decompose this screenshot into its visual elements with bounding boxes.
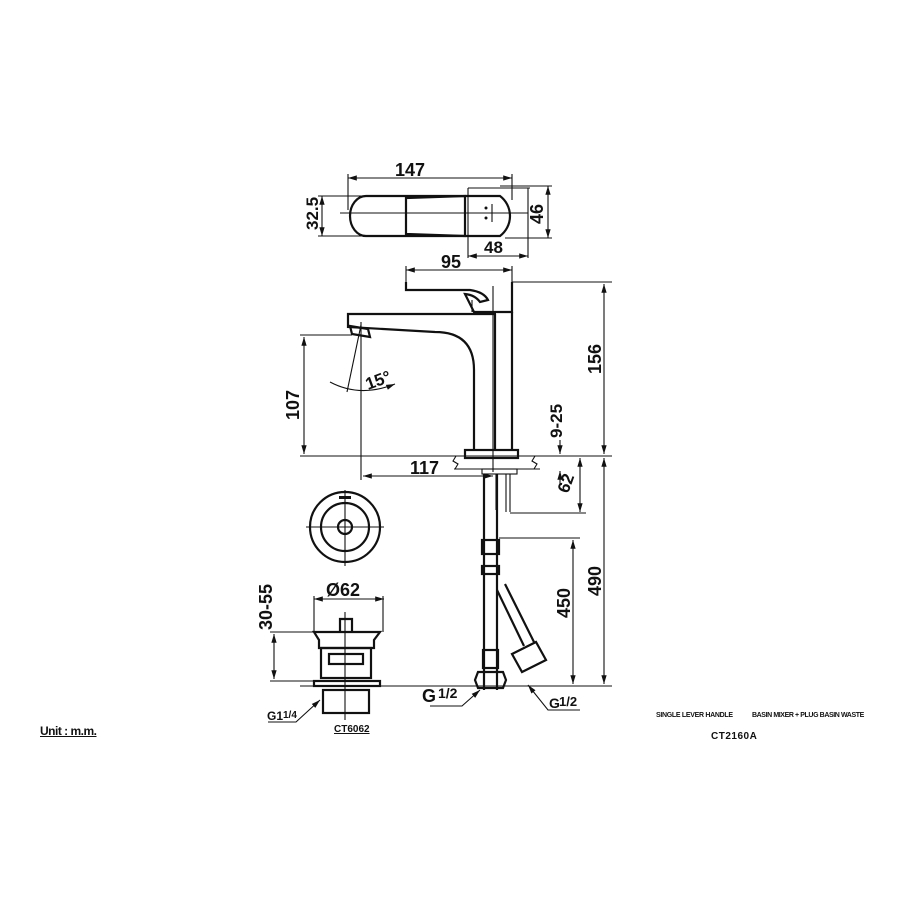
description-left: SINGLE LEVER HANDLE	[656, 712, 733, 719]
dim-117: 117	[410, 458, 439, 478]
dim-156: 156	[585, 344, 605, 374]
thread-right: G	[549, 695, 560, 711]
waste-view: Ø62 30-55 G1 1/4	[256, 490, 384, 723]
waste-model-code: CT6062	[334, 724, 370, 735]
dim-9-25: 9-25	[547, 404, 566, 438]
dim-147: 147	[395, 160, 425, 180]
dim-46: 46	[527, 204, 547, 224]
dim-107: 107	[283, 390, 303, 420]
top-view: 147 32.5 46 48	[303, 160, 552, 259]
waste-thread-fraction: 1/4	[283, 710, 297, 721]
dim-30-55: 30-55	[256, 584, 276, 630]
dim-48: 48	[484, 238, 503, 257]
dim-95: 95	[441, 252, 461, 272]
side-view: 95 156 107 117 15° 9-25 62 490 450 G 1/2…	[283, 252, 612, 711]
dim-450: 450	[554, 588, 574, 618]
dim-diameter-62: Ø62	[326, 580, 360, 600]
thread-right-fraction: 1/2	[559, 694, 577, 709]
thread-left-fraction: 1/2	[438, 685, 458, 701]
dim-32-5: 32.5	[303, 197, 322, 230]
thread-left: G	[422, 686, 436, 706]
dim-62: 62	[554, 471, 578, 495]
waste-thread: G1	[267, 709, 283, 723]
dim-490: 490	[585, 566, 605, 596]
unit-label: Unit : m.m.	[40, 724, 97, 738]
dim-angle-15: 15°	[363, 367, 394, 394]
model-code: CT2160A	[711, 731, 758, 742]
description-right: BASIN MIXER + PLUG BASIN WASTE	[752, 712, 864, 719]
